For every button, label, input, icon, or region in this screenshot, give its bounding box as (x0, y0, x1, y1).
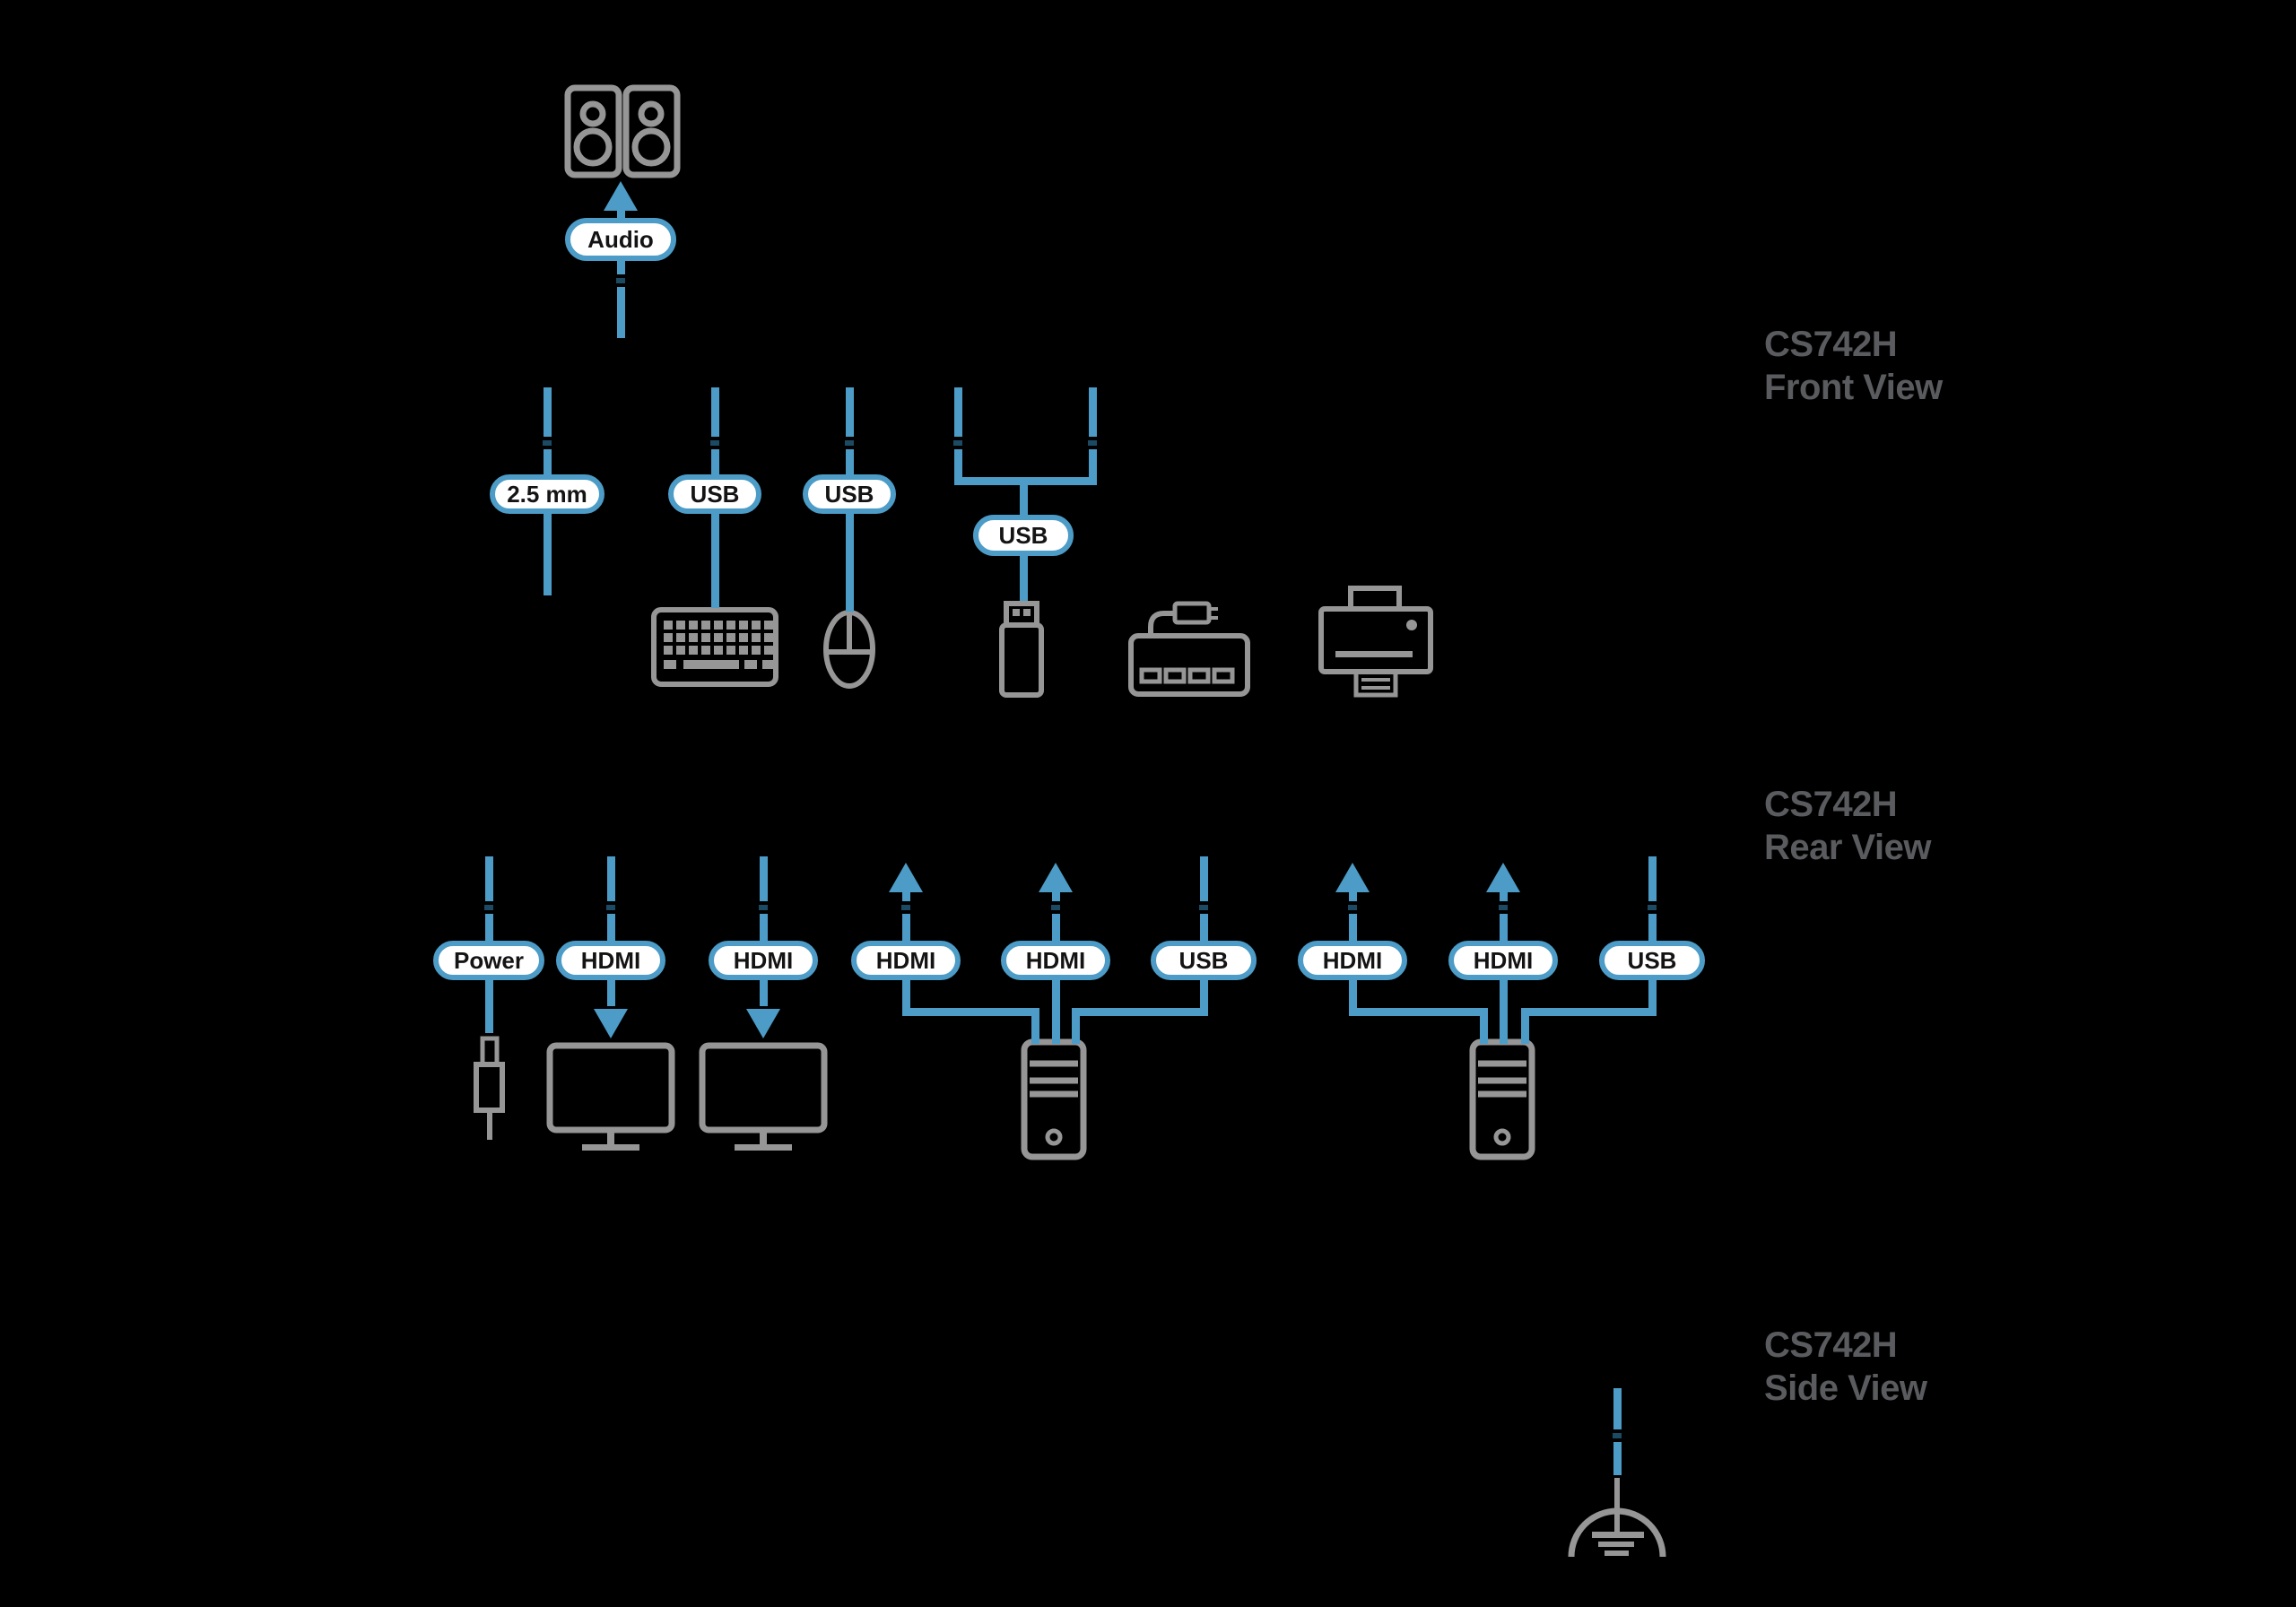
connector-notch (1050, 901, 1061, 914)
cable-line (606, 856, 615, 1006)
connector-notch (1647, 901, 1657, 914)
cable-line (953, 387, 962, 484)
connector-notch (1347, 901, 1358, 914)
rear-view-label-view: Rear View (1764, 828, 1932, 867)
cable-line (1199, 856, 1208, 1015)
side-view-label-model: CS742H (1764, 1325, 1898, 1365)
mouse-icon (823, 610, 875, 689)
flow-arrowhead-down (746, 1009, 780, 1038)
port-label-pill-pc2-usb: USB (1599, 941, 1705, 980)
front-view-label: CS742H Front View (1764, 323, 1943, 409)
flow-arrowhead-up (1486, 863, 1520, 892)
connector-notch (615, 274, 626, 287)
connector-notch-dash (1648, 905, 1657, 910)
connector-notch-dash (484, 905, 493, 910)
connector-notch-dash (606, 905, 615, 910)
cable-line (616, 206, 625, 338)
connector-notch (709, 437, 720, 449)
connector-notch-dash (953, 440, 962, 446)
port-label-pill-pc1-hdmi-b: HDMI (1001, 941, 1110, 980)
port-label-pill-kbd-usb: USB (668, 474, 761, 514)
keyboard-icon (651, 607, 778, 687)
port-label-pill-mouse-usb: USB (803, 474, 896, 514)
rear-view-label-model: CS742H (1764, 785, 1898, 824)
flow-arrowhead-up (1335, 863, 1370, 892)
port-label-pill-mic-25mm: 2.5 mm (490, 474, 604, 514)
computer-1-icon (1021, 1038, 1087, 1160)
connector-notch (542, 437, 552, 449)
cable-line (1031, 1008, 1039, 1044)
connector-notch (758, 901, 769, 914)
cable-line (954, 476, 1097, 485)
speakers-icon (564, 84, 681, 178)
flow-arrowhead-up (1039, 863, 1073, 892)
cable-line (1520, 1008, 1529, 1044)
connector-notch (605, 901, 616, 914)
port-label-pill-pc1-hdmi-a: HDMI (851, 941, 961, 980)
side-view-label-view: Side View (1764, 1368, 1927, 1408)
port-label-pill-power: Power (433, 941, 544, 980)
connector-notch-dash (1088, 440, 1097, 446)
rear-view-label: CS742H Rear View (1764, 783, 1932, 869)
monitor-2-icon (699, 1042, 828, 1151)
port-label-pill-pc2-hdmi-b: HDMI (1448, 941, 1558, 980)
cable-line (902, 1007, 1039, 1016)
connector-notch-dash (710, 440, 719, 446)
flow-arrowhead-up (889, 863, 923, 892)
cable-line (1479, 1008, 1488, 1044)
connector-notch (1612, 1429, 1622, 1442)
flow-arrowhead-up (604, 181, 638, 211)
cable-line (1088, 387, 1097, 484)
connector-notch-dash (1348, 905, 1357, 910)
flow-arrowhead-down (594, 1009, 628, 1038)
port-label-pill-display1-hdmi: HDMI (556, 941, 665, 980)
power-plug-icon (474, 1036, 505, 1140)
computer-2-icon (1469, 1038, 1535, 1160)
cable-line (759, 856, 768, 1006)
connector-notch-dash (845, 440, 854, 446)
cable-line (1071, 1008, 1080, 1044)
front-view-label-view: Front View (1764, 368, 1943, 407)
connector-notch (844, 437, 855, 449)
connector-notch-dash (1199, 905, 1208, 910)
front-view-label-model: CS742H (1764, 325, 1898, 364)
cable-line (1072, 1007, 1208, 1016)
printer-icon (1318, 586, 1433, 698)
port-label-pill-audio: Audio (565, 218, 676, 261)
connector-notch-dash (1051, 905, 1060, 910)
connector-notch-dash (1613, 1433, 1622, 1438)
port-label-pill-pc1-usb: USB (1151, 941, 1257, 980)
connector-notch-dash (1499, 905, 1508, 910)
cable-line (1349, 1007, 1488, 1016)
grounding-icon (1568, 1478, 1666, 1558)
connector-notch-dash (759, 905, 768, 910)
side-view-label: CS742H Side View (1764, 1324, 1927, 1410)
connector-notch (1498, 901, 1509, 914)
connector-notch (952, 437, 963, 449)
connector-notch (900, 901, 911, 914)
port-label-pill-display2-hdmi: HDMI (709, 941, 818, 980)
connector-notch (483, 901, 494, 914)
port-label-pill-pc2-hdmi-a: HDMI (1298, 941, 1407, 980)
monitor-1-icon (546, 1042, 675, 1151)
connector-notch-dash (543, 440, 552, 446)
connector-notch (1198, 901, 1209, 914)
connector-notch (1087, 437, 1098, 449)
port-label-pill-front-usb: USB (973, 515, 1074, 556)
cable-line (1648, 856, 1657, 1015)
usb-hub-icon (1128, 601, 1250, 697)
connector-notch-dash (901, 905, 910, 910)
usb-flash-drive-icon (999, 601, 1044, 698)
connector-notch-dash (616, 278, 625, 283)
cable-line (1521, 1007, 1657, 1016)
